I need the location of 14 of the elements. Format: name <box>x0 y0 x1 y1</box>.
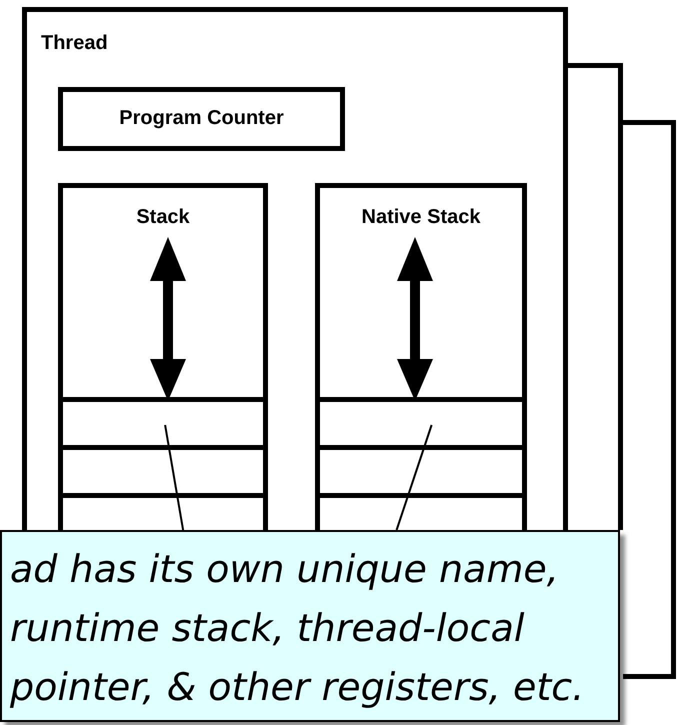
stack-column <box>58 183 268 530</box>
leader-line <box>396 424 433 530</box>
heading: Native Stack <box>360 206 482 229</box>
frame-outline <box>568 63 623 530</box>
thread-frame <box>22 7 568 530</box>
callout-box <box>0 530 620 722</box>
heading: Stack <box>135 206 191 229</box>
heading: Thread <box>41 32 108 55</box>
leader-line <box>164 424 184 530</box>
frame-outline <box>623 120 676 679</box>
register-box <box>58 87 345 151</box>
callout-text: ad has its own unique name, runtime stack, thread-local pointer, & other registers, etc. <box>10 546 586 711</box>
heading: Program Counter <box>118 107 285 130</box>
stack-column <box>315 183 527 530</box>
